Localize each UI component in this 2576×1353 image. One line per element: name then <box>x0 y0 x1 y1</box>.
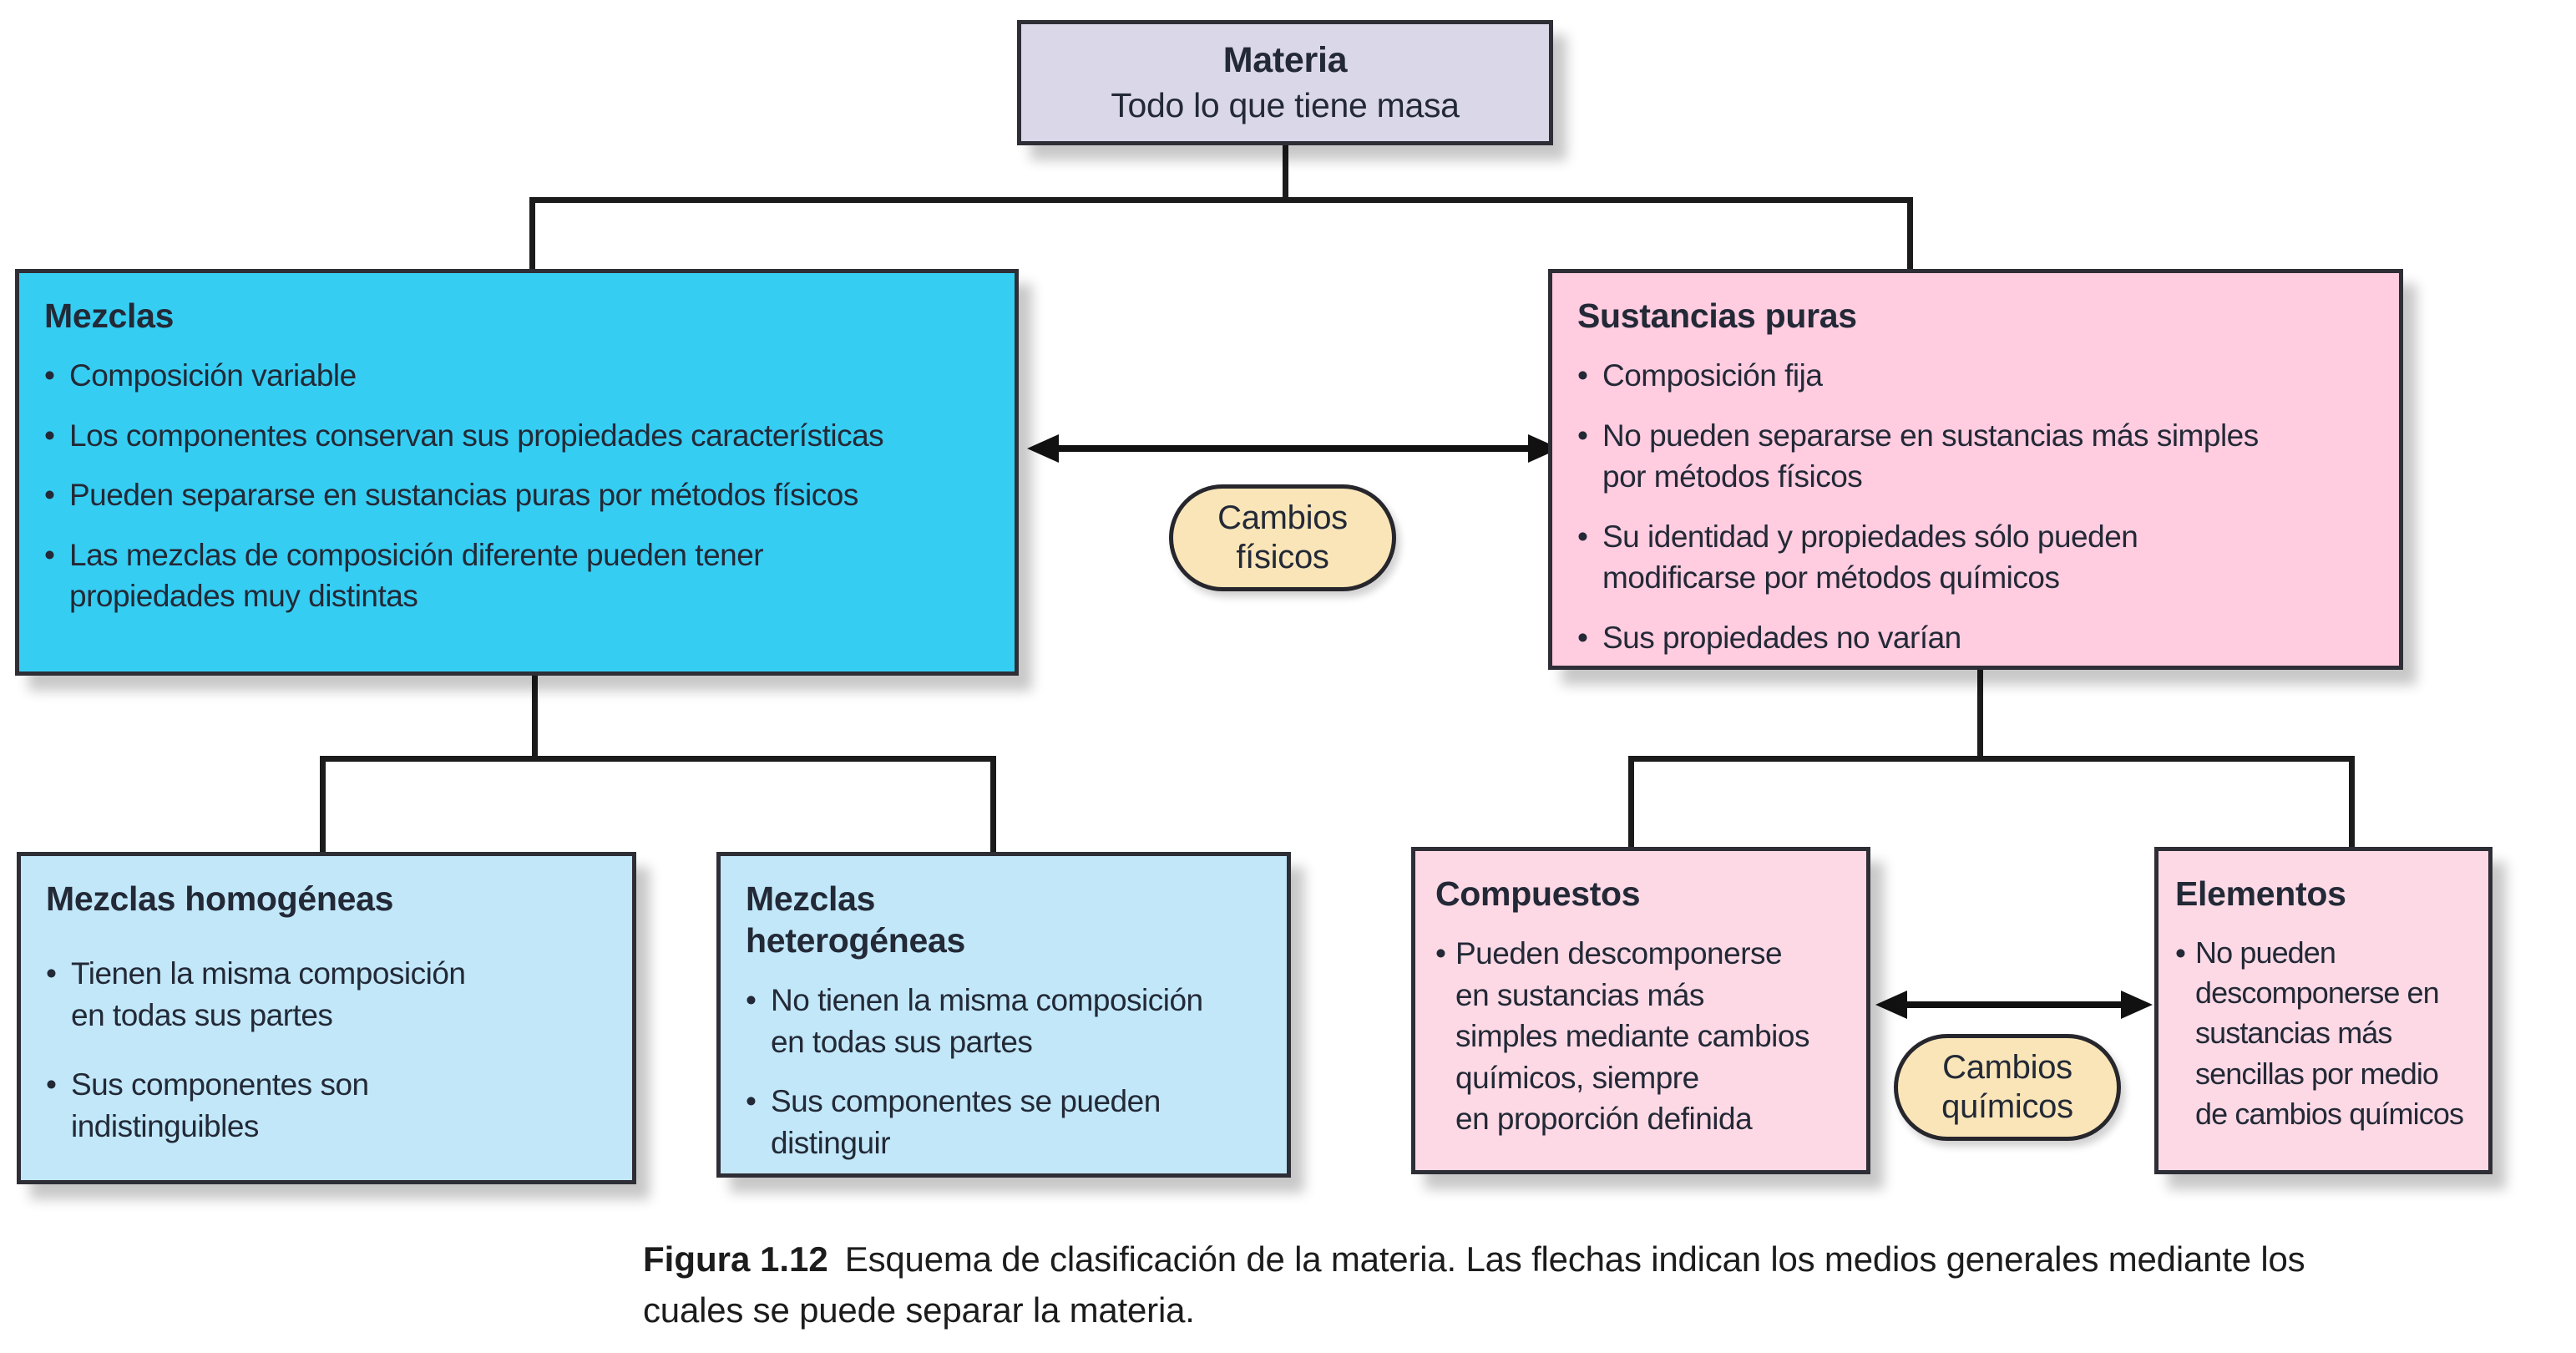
connector-right-horizontal <box>1628 756 2355 762</box>
list-item: • Las mezclas de composición diferente p… <box>44 535 989 617</box>
elementos-box: Elementos • No pueden descomponerse en s… <box>2154 847 2492 1174</box>
materia-subtitle: Todo lo que tiene masa <box>1111 86 1460 124</box>
connector-heterogeneas-down <box>990 756 996 856</box>
mezclas-heterogeneas-title: Mezclas heterogéneas <box>746 879 966 960</box>
list-item-text: Pueden descomponerse en sustancias más s… <box>1455 936 1809 1137</box>
cambios-fisicos-pill: Cambios físicos <box>1169 484 1396 591</box>
compuestos-box: Compuestos • Pueden descomponerse en sus… <box>1411 847 1870 1174</box>
bullet-dot: • <box>746 983 757 1018</box>
arrow-shaft <box>1050 445 1536 452</box>
bullet-dot: • <box>1577 358 1588 393</box>
bullet-dot: • <box>1577 418 1588 453</box>
bullet-dot: • <box>44 537 55 572</box>
connector-top-right-down <box>1907 197 1913 274</box>
elementos-title: Elementos <box>2175 874 2346 913</box>
list-item-text: Sus componentes se pueden distinguir <box>771 1084 1161 1160</box>
list-item-text: No pueden separarse en sustancias más si… <box>1602 418 2259 494</box>
figure-caption-label: Figura 1.12 <box>643 1239 828 1279</box>
bullet-dot: • <box>1577 519 1588 554</box>
list-item-text: Tienen la misma composición en todas sus… <box>71 956 466 1032</box>
bullet-dot: • <box>746 1084 757 1119</box>
list-item-text: No pueden descomponerse en sustancias má… <box>2195 935 2464 1131</box>
list-item: • Sus componentes son indistinguibles <box>46 1064 607 1147</box>
mezclas-heterogeneas-box: Mezclas heterogéneas • No tienen la mism… <box>716 852 1291 1178</box>
list-item-text: Su identidad y propiedades sólo pueden m… <box>1602 519 2138 595</box>
list-item: • Composición fija <box>1577 355 2374 397</box>
arrowhead-right-icon <box>2121 991 2153 1019</box>
connector-sustancias-down <box>1977 666 1983 762</box>
sustancias-puras-title: Sustancias puras <box>1577 296 1857 335</box>
list-item: • Composición variable <box>44 355 989 397</box>
connector-mezclas-down <box>532 673 538 762</box>
connector-materia-down <box>1283 144 1288 202</box>
list-item: • Sus componentes se pueden distinguir <box>746 1081 1262 1163</box>
bullet-dot: • <box>1577 620 1588 655</box>
list-item-text: Pueden separarse en sustancias puras por… <box>69 478 858 513</box>
connector-elementos-down <box>2349 756 2355 853</box>
list-item: • Los componentes conservan sus propieda… <box>44 415 989 457</box>
list-item-text: Composición fija <box>1602 358 1823 393</box>
double-arrow-physical-changes <box>1027 434 1560 463</box>
materia-title: Materia <box>1222 40 1348 80</box>
list-item: • Sus propiedades no varían <box>1577 617 2374 659</box>
list-item-text: Sus componentes son indistinguibles <box>71 1067 369 1143</box>
connector-left-horizontal <box>320 756 996 762</box>
list-item: • No pueden descomponerse en sustancias … <box>2175 933 2478 1134</box>
connector-homogeneas-down <box>320 756 326 856</box>
compuestos-title: Compuestos <box>1435 874 1641 913</box>
bullet-dot: • <box>2175 936 2186 971</box>
mezclas-homogeneas-box: Mezclas homogéneas • Tienen la misma com… <box>17 852 636 1184</box>
list-item: • Su identidad y propiedades sólo pueden… <box>1577 516 2374 599</box>
list-item-text: Sus propiedades no varían <box>1602 620 1961 655</box>
connector-compuestos-down <box>1628 756 1634 853</box>
arrow-shaft <box>1899 1001 2129 1008</box>
connector-top-left-down <box>529 197 535 274</box>
bullet-dot: • <box>44 358 55 393</box>
bullet-dot: • <box>44 418 55 453</box>
list-item: • No pueden separarse en sustancias más … <box>1577 415 2374 498</box>
bullet-dot: • <box>46 1067 57 1102</box>
connector-top-horizontal <box>529 197 1913 203</box>
list-item: • Tienen la misma composición en todas s… <box>46 953 607 1036</box>
mezclas-box: Mezclas • Composición variable • Los com… <box>15 269 1019 676</box>
materia-box: Materia Todo lo que tiene masa <box>1017 20 1553 145</box>
sustancias-puras-box: Sustancias puras • Composición fija • No… <box>1548 269 2403 670</box>
list-item: • Pueden descomponerse en sustancias más… <box>1435 933 1850 1140</box>
list-item: • No tienen la misma composición en toda… <box>746 980 1262 1062</box>
mezclas-homogeneas-title: Mezclas homogéneas <box>46 879 394 918</box>
bullet-dot: • <box>46 956 57 991</box>
figure-caption-text: Esquema de clasificación de la materia. … <box>643 1239 2305 1330</box>
list-item: • Pueden separarse en sustancias puras p… <box>44 474 989 516</box>
list-item-text: Los componentes conservan sus propiedade… <box>69 418 884 453</box>
bullet-dot: • <box>44 478 55 513</box>
double-arrow-chemical-changes <box>1875 991 2153 1019</box>
bullet-dot: • <box>1435 936 1446 971</box>
mezclas-title: Mezclas <box>44 296 175 335</box>
list-item-text: Las mezclas de composición diferente pue… <box>69 537 764 614</box>
cambios-quimicos-pill: Cambios químicos <box>1894 1034 2121 1141</box>
list-item-text: Composición variable <box>69 358 357 393</box>
list-item-text: No tienen la misma composición en todas … <box>771 983 1203 1059</box>
